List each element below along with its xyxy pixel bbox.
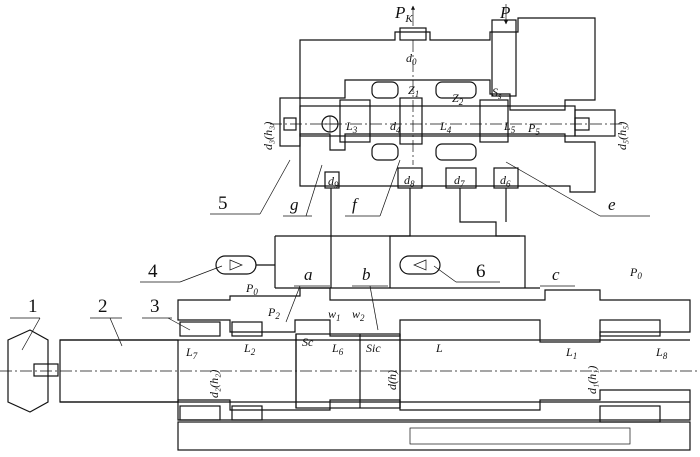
part-3: 3: [150, 296, 160, 317]
hydraulic-lines: [215, 188, 540, 289]
base-insert: [409, 427, 631, 445]
label-l7: L7: [185, 345, 198, 361]
seal-right-top: [599, 319, 661, 337]
label-d2: d₂(h₂): [207, 370, 221, 398]
label-z2: Z2: [452, 91, 464, 107]
label-p0-right: P0: [629, 265, 642, 281]
part-4: 4: [148, 261, 158, 282]
callouts: 1 2 3 4 5 6 a b c e f g: [10, 159, 650, 351]
letter-e: e: [608, 195, 616, 214]
part-1: 1: [28, 296, 38, 317]
chamber-a: [371, 81, 399, 99]
left-end-cap: [279, 97, 301, 147]
port-d7: [445, 167, 477, 189]
port-d9: [324, 171, 340, 189]
letter-c: c: [552, 265, 560, 284]
label-d0: d0: [406, 51, 417, 67]
chamber-d: [435, 143, 477, 161]
filter-6: [399, 255, 441, 275]
label-sic: Sic: [366, 341, 381, 355]
spool-land-3: [479, 99, 509, 143]
letter-a: a: [304, 265, 313, 284]
label-d9: d9: [328, 174, 339, 190]
seal-2-bottom: [231, 405, 263, 421]
label-l5: L5: [503, 119, 516, 135]
letter-f: f: [352, 195, 359, 214]
end-screw: [33, 363, 59, 377]
label-l8: L8: [655, 345, 668, 361]
label-d1: d₁(h₁): [585, 366, 599, 394]
seal-right-bottom: [599, 405, 661, 423]
seal-left-bottom: [179, 405, 221, 421]
label-z1: Z1: [408, 83, 419, 99]
valve-body-upper: [299, 17, 596, 111]
pilot-valve: PK P d0 Z1 Z2 Ss L3 L4 L5 P5 d4 d₃(h₃) d…: [261, 3, 629, 193]
cylinder-housing-bottom: [177, 389, 691, 421]
label-p: P: [499, 3, 510, 22]
spool-land-1: [339, 99, 371, 143]
spool-land-2: [399, 97, 423, 145]
part-2: 2: [98, 296, 108, 317]
base-plate: [177, 421, 691, 451]
valve-body-lower: [299, 133, 596, 193]
label-d7: d7: [454, 173, 465, 189]
label-d6: d6: [500, 173, 511, 189]
label-l2: L2: [243, 341, 256, 357]
part-5: 5: [218, 193, 228, 214]
label-p2: P2: [267, 305, 280, 321]
filter-4: [215, 255, 257, 275]
part-6: 6: [476, 261, 486, 282]
label-l6: L6: [331, 341, 344, 357]
label-d5: d₅(h₅): [615, 122, 629, 150]
label-d4: d4: [390, 119, 401, 135]
letter-b: b: [362, 265, 371, 284]
label-w1: w1: [328, 307, 341, 323]
end-tool: [7, 329, 49, 413]
label-l3: L3: [345, 119, 358, 135]
label-p0-left: P0: [245, 281, 258, 297]
label-d3: d₃(h₃): [261, 122, 275, 150]
label-l1: L1: [565, 345, 577, 361]
chamber-b: [435, 81, 477, 99]
label-pk: PK: [394, 3, 413, 25]
label-dh: d(h): [385, 370, 399, 390]
seal-2-top: [231, 321, 263, 337]
port-p: [491, 19, 517, 97]
label-p5: P5: [527, 121, 540, 137]
chamber-c: [371, 143, 399, 161]
right-end-cap: [574, 109, 616, 137]
label-w2: w2: [352, 307, 365, 323]
seal-left-top: [179, 321, 221, 337]
label-sc: Sc: [302, 335, 314, 349]
label-l: L: [435, 341, 443, 355]
label-l4: L4: [439, 119, 452, 135]
letter-g: g: [290, 195, 299, 214]
port-pk: [399, 27, 427, 41]
main-cylinder: P0 P0 P2 w1 w2 L7 L2 Sc L6 Sic L L1 L8 d…: [0, 265, 700, 451]
label-s: Ss: [492, 85, 502, 101]
label-d8: d8: [404, 173, 415, 189]
